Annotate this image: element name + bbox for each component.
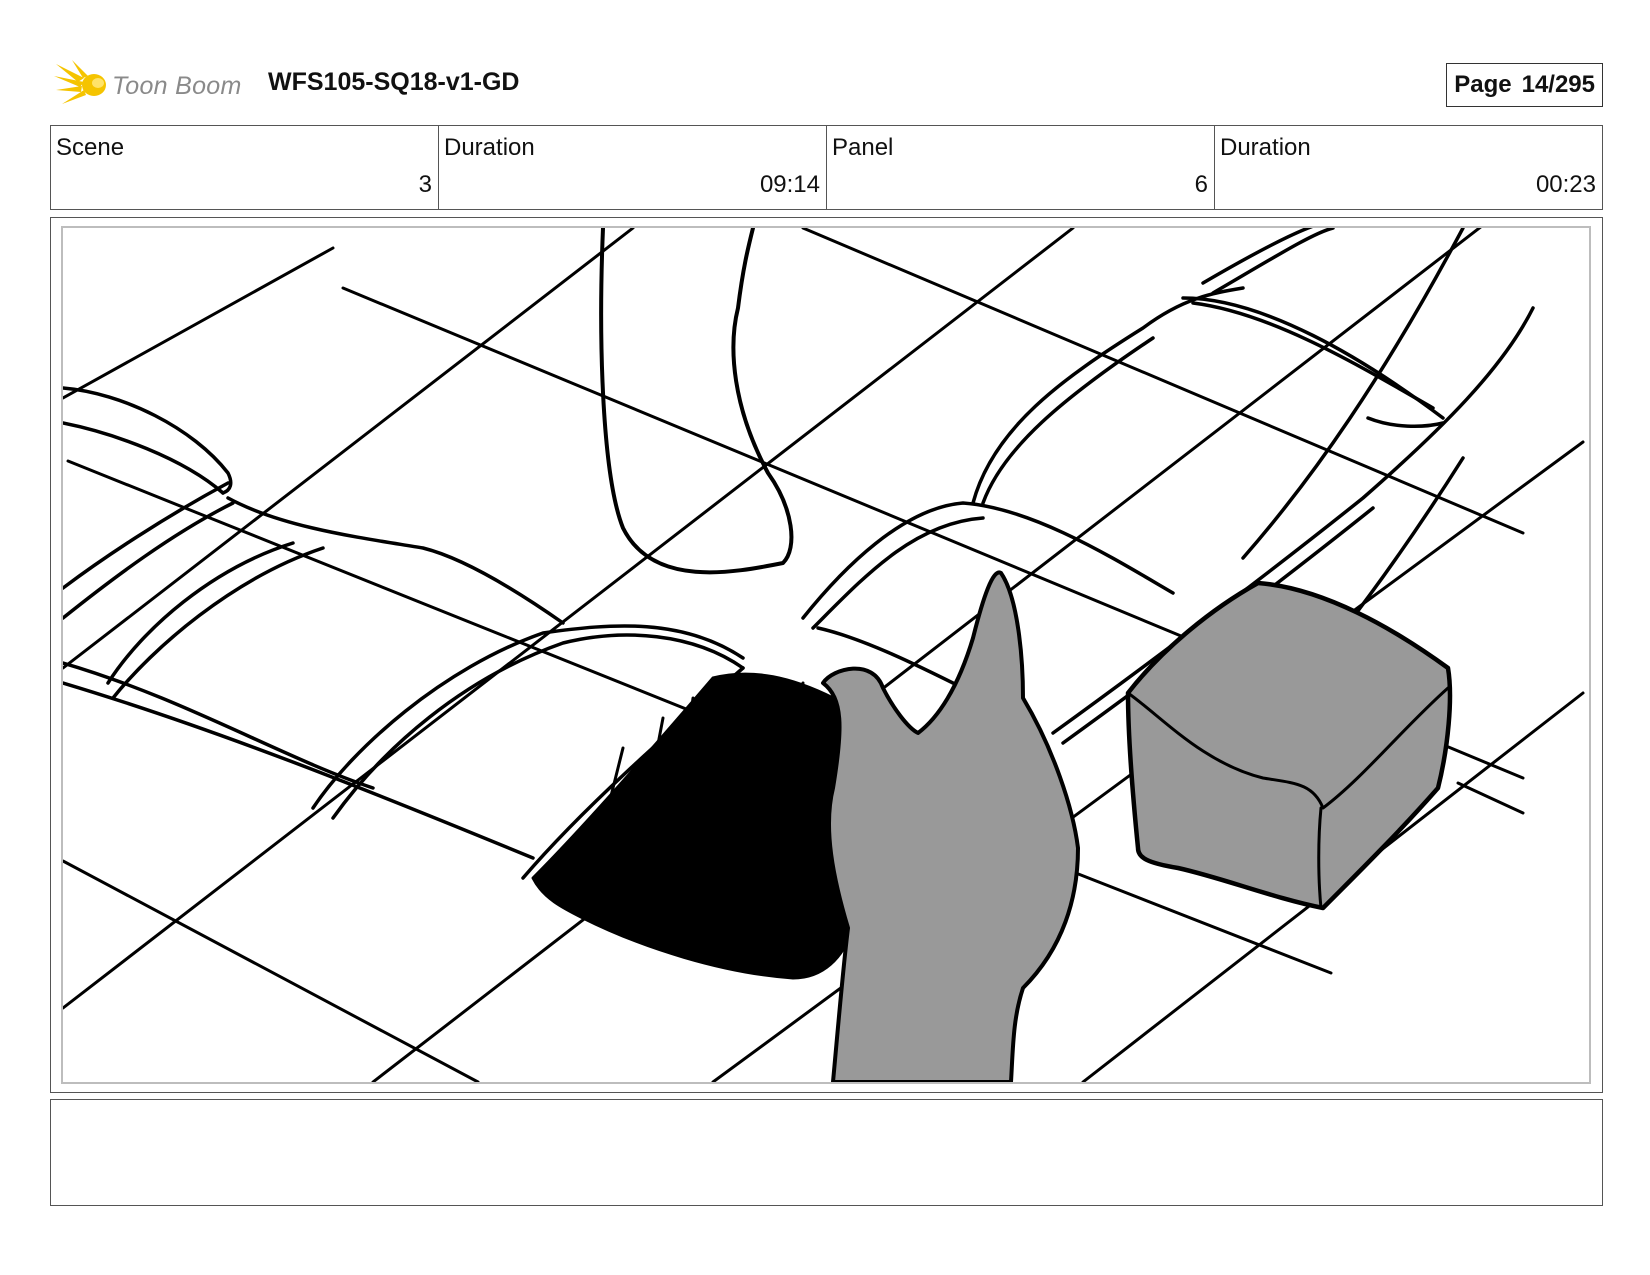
panel-duration-value: 00:23	[1535, 171, 1596, 198]
panel-value: 6	[1194, 171, 1208, 198]
rope	[599, 228, 794, 575]
page-label: Page	[1454, 71, 1512, 98]
scene-label: Scene	[56, 134, 125, 161]
floor-rail-left	[63, 386, 565, 860]
storyboard-panel	[50, 217, 1603, 1093]
toon-boom-logo: Toon Boom	[54, 60, 254, 108]
panel-sketch	[63, 228, 1585, 1082]
caption-box[interactable]	[50, 1099, 1603, 1206]
shadow-hatching	[531, 672, 861, 980]
panel-drawing-area	[61, 226, 1591, 1084]
panel-duration-cell: Duration 00:23	[1215, 126, 1602, 209]
scene-duration-label: Duration	[444, 134, 535, 161]
project-title: WFS105-SQ18-v1-GD	[268, 68, 520, 96]
cube	[1125, 580, 1453, 911]
logo-burst-icon	[54, 60, 106, 104]
hand	[821, 570, 1080, 1082]
scene-duration-value: 09:14	[759, 171, 820, 198]
panel-duration-label: Duration	[1220, 134, 1311, 161]
page-indicator: Page 14/295	[1446, 63, 1603, 107]
panel-info-table: Scene 3 Duration 09:14 Panel 6 Duration …	[50, 125, 1603, 210]
page-number: 14/295	[1521, 71, 1595, 98]
panel-label: Panel	[832, 134, 894, 161]
scene-cell: Scene 3	[51, 126, 439, 209]
scene-duration-cell: Duration 09:14	[439, 126, 827, 209]
page-header: Toon Boom WFS105-SQ18-v1-GD Page 14/295	[50, 52, 1603, 112]
scene-value: 3	[418, 171, 432, 198]
logo-text: Toon Boom	[112, 72, 242, 100]
panel-cell: Panel 6	[827, 126, 1215, 209]
